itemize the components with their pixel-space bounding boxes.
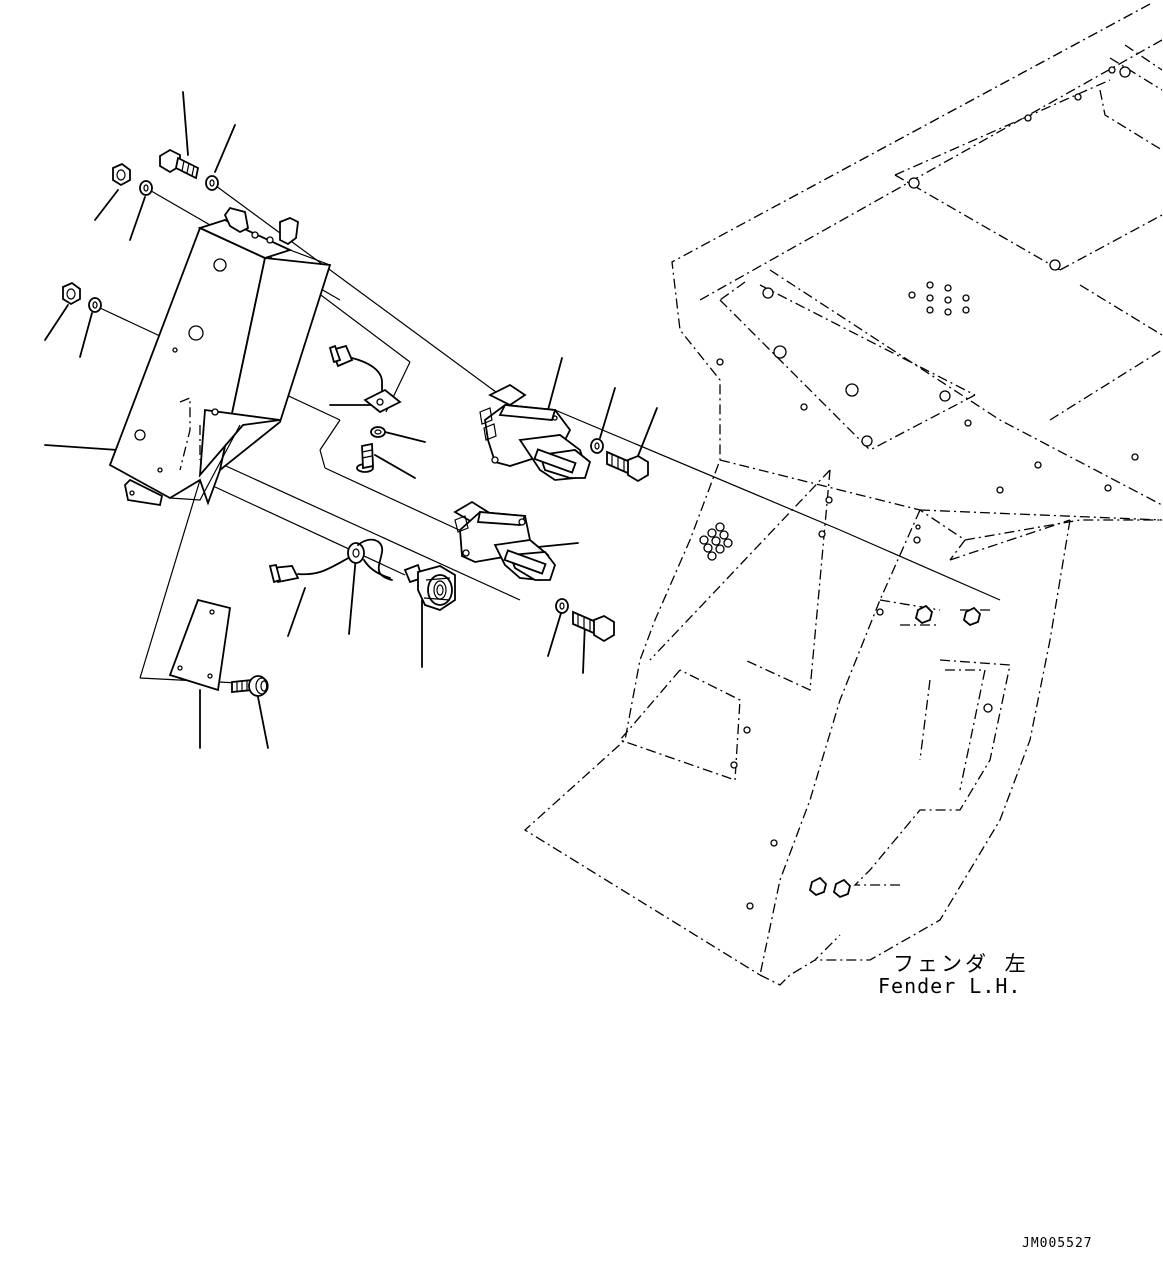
callout-cover-bolt: [256, 691, 269, 749]
fender-label-english: Fender L.H.: [878, 974, 1022, 998]
relay-2-washer: [555, 598, 569, 614]
relay-1-washer: [590, 438, 604, 454]
top-washer: [205, 175, 219, 191]
callout-harness-grommet: [348, 555, 357, 635]
callout-top-bolt: [182, 91, 189, 156]
fender-holes: [716, 66, 1139, 910]
callout-relay-2-bolt: [582, 621, 586, 674]
top-bolt: [159, 148, 200, 180]
relay-2-bolt: [572, 610, 615, 643]
relay-2: [453, 500, 557, 581]
small-washer: [370, 426, 386, 438]
callout-lines: [44, 91, 658, 749]
washer-2: [88, 297, 102, 313]
callout-relay-1-bolt: [637, 407, 658, 457]
cover-bolt: [231, 675, 269, 697]
callout-relay-1: [547, 357, 563, 411]
fender-nuts: [808, 604, 981, 899]
harness: [268, 538, 393, 584]
bracket-box: [108, 206, 332, 507]
switch: [403, 563, 456, 611]
callout-top-washer: [214, 124, 236, 173]
drawing-id: JM005527: [1022, 1236, 1093, 1251]
cover-plate: [168, 598, 232, 692]
nut-1: [112, 162, 131, 187]
fender-vent-holes: [699, 281, 970, 561]
callout-nut-2: [44, 304, 69, 341]
callout-nut-1: [94, 189, 119, 221]
callout-relay-1-washer: [599, 387, 616, 439]
fender-lh-outline: [523, 3, 1163, 986]
small-bolt: [356, 442, 374, 473]
callout-bracket-box: [44, 444, 119, 451]
callout-small-washer: [384, 431, 426, 443]
callout-harness-connector: [287, 587, 306, 637]
callout-washer-2: [79, 312, 93, 358]
fender-label-japanese: フェンダ 左: [893, 952, 1029, 976]
wire-terminal: [328, 344, 402, 414]
callout-small-bolt: [374, 454, 416, 479]
callout-washer-1: [129, 196, 146, 241]
nut-2: [62, 281, 81, 306]
relay-1-bolt: [606, 450, 649, 483]
washer-1: [139, 180, 153, 196]
relay-1: [479, 383, 592, 481]
